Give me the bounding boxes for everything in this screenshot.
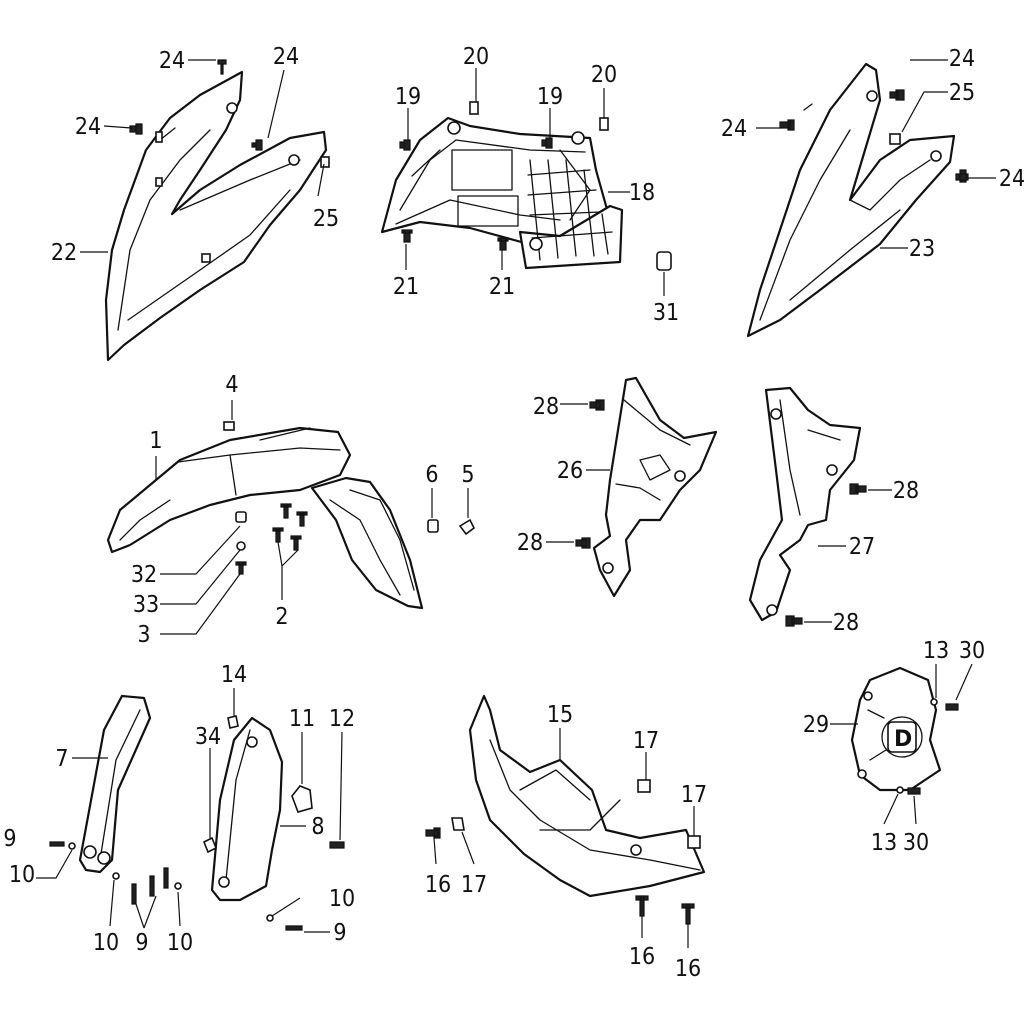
callout-c9b: 9	[135, 930, 148, 956]
callout-c20b: 20	[591, 62, 617, 88]
callout-c3: 3	[137, 622, 150, 648]
callout-c12: 12	[329, 706, 355, 732]
grille-hardware	[399, 101, 672, 271]
callout-c24a: 24	[159, 48, 185, 74]
left-cover-screws	[575, 399, 605, 549]
callout-c18: 18	[629, 180, 655, 206]
radiator-grille	[380, 116, 624, 270]
callout-c26: 26	[557, 458, 583, 484]
callout-c25a: 25	[313, 206, 339, 232]
callout-c32: 32	[131, 562, 157, 588]
callout-c21a: 21	[393, 274, 419, 300]
callout-c9a: 9	[3, 826, 16, 852]
callout-c17a: 17	[633, 728, 659, 754]
callout-c10c: 10	[167, 930, 193, 956]
callout-c13b: 13	[871, 830, 897, 856]
callout-c16a: 16	[425, 872, 451, 898]
callout-c14: 14	[221, 662, 247, 688]
callout-c24e: 24	[721, 116, 747, 142]
callout-c11: 11	[289, 706, 315, 732]
callout-c30b: 30	[903, 830, 929, 856]
callout-c17b: 17	[681, 782, 707, 808]
callout-c28c: 28	[893, 478, 919, 504]
callout-c24c: 24	[75, 114, 101, 140]
callout-c7: 7	[55, 746, 68, 772]
callout-c24b: 24	[273, 44, 299, 70]
callout-c28d: 28	[833, 610, 859, 636]
left-panel-screws	[129, 59, 330, 168]
callout-c29: 29	[803, 712, 829, 738]
left-fork-guard	[78, 694, 152, 874]
fork-guard-hardware	[49, 715, 345, 931]
callout-c20a: 20	[463, 44, 489, 70]
right-frame-cover	[748, 386, 862, 622]
callout-c24d: 24	[949, 46, 975, 72]
callout-c16b: 16	[629, 944, 655, 970]
callout-c10b: 10	[93, 930, 119, 956]
callout-c4: 4	[225, 372, 238, 398]
callout-c19b: 19	[537, 84, 563, 110]
callout-c21b: 21	[489, 274, 515, 300]
left-side-panel	[104, 70, 328, 362]
sprocket-cover-hardware	[896, 698, 959, 795]
callout-c10d: 10	[329, 886, 355, 912]
sprocket-cover-logo: D	[894, 727, 912, 752]
callout-c24f: 24	[999, 166, 1024, 192]
callout-c30a: 30	[959, 638, 985, 664]
callout-c27: 27	[849, 534, 875, 560]
callout-c6: 6	[425, 462, 438, 488]
callout-c13a: 13	[923, 638, 949, 664]
callout-c22: 22	[51, 240, 77, 266]
right-cover-screws	[785, 483, 867, 627]
callout-c10a: 10	[9, 862, 35, 888]
right-side-panel	[746, 62, 956, 338]
callout-c15: 15	[547, 702, 573, 728]
engine-guard	[468, 694, 706, 898]
callout-c1: 1	[149, 428, 162, 454]
callout-c34: 34	[195, 724, 221, 750]
callout-c5: 5	[461, 462, 474, 488]
sprocket-cover: D	[850, 666, 942, 792]
callout-c31: 31	[653, 300, 679, 326]
callout-c17c: 17	[461, 872, 487, 898]
callout-c28a: 28	[533, 394, 559, 420]
callout-c19a: 19	[395, 84, 421, 110]
callout-c33: 33	[133, 592, 159, 618]
front-fender	[106, 426, 424, 610]
callout-c16c: 16	[675, 956, 701, 982]
callout-c2: 2	[275, 604, 288, 630]
left-frame-cover	[592, 376, 718, 598]
right-panel-screws	[779, 89, 969, 183]
callout-c28b: 28	[517, 530, 543, 556]
right-fork-guard	[210, 716, 284, 902]
callout-c23: 23	[909, 236, 935, 262]
callout-c9c: 9	[333, 920, 346, 946]
leader-lines	[36, 59, 996, 948]
callout-c25b: 25	[949, 80, 975, 106]
engine-guard-hardware	[425, 779, 701, 925]
callout-c8: 8	[311, 814, 324, 840]
